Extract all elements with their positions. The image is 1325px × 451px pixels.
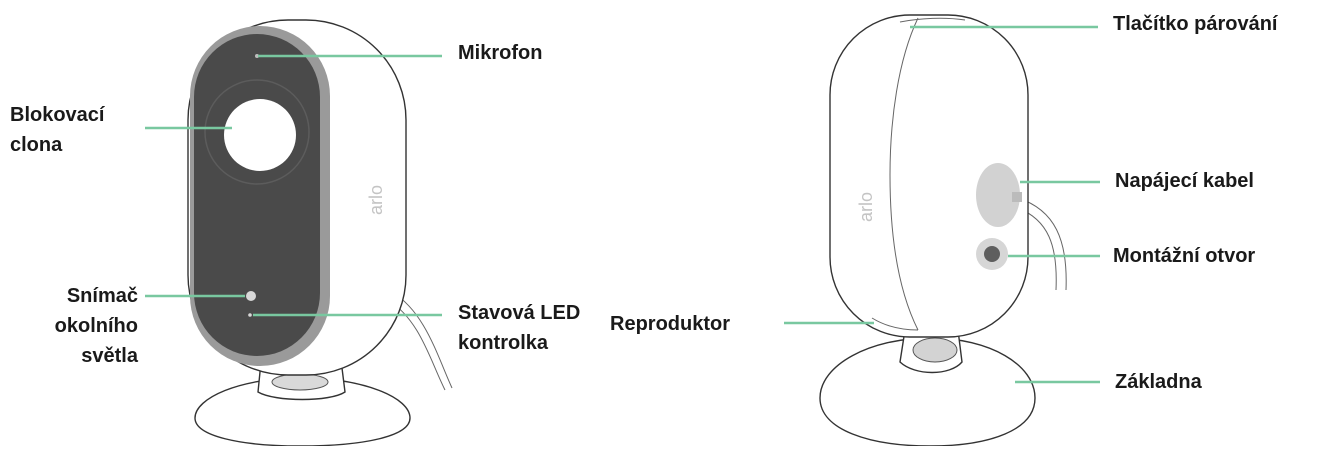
mounting-hole-inner bbox=[984, 246, 1000, 262]
front-base bbox=[194, 377, 411, 447]
label-sync-button: Tlačítko párování bbox=[1113, 13, 1278, 35]
label-privacy-shutter-line-1: Blokovací bbox=[10, 104, 105, 126]
front-brand-mark: arlo bbox=[366, 185, 386, 215]
label-mounting-hole: Montážní otvor bbox=[1113, 245, 1256, 267]
label-status-led-line-1: Stavová LED bbox=[458, 302, 581, 324]
power-port bbox=[976, 163, 1020, 227]
label-status-led-line-2: kontrolka bbox=[458, 332, 549, 354]
label-ambient-light-sensor-line-2: okolního bbox=[54, 315, 138, 337]
back-brand-mark: arlo bbox=[856, 192, 876, 222]
back-camera: arlo bbox=[819, 14, 1067, 447]
label-speaker: Reproduktor bbox=[610, 313, 730, 335]
front-lens-ring bbox=[204, 79, 310, 185]
privacy-shutter bbox=[224, 99, 296, 171]
back-power-cable bbox=[1017, 197, 1067, 291]
status-led bbox=[248, 313, 252, 317]
label-microphone: Mikrofon bbox=[458, 42, 543, 64]
label-privacy-shutter-line-2: clona bbox=[10, 134, 63, 156]
label-power-cable: Napájecí kabel bbox=[1115, 170, 1254, 192]
label-ambient-light-sensor: Snímač okolního světla bbox=[20, 281, 138, 371]
back-side-seam bbox=[889, 17, 919, 331]
label-base: Základna bbox=[1115, 371, 1202, 393]
back-base-joint bbox=[912, 337, 958, 363]
label-ambient-light-sensor-line-3: světla bbox=[81, 345, 138, 367]
speaker-edge bbox=[871, 317, 919, 331]
ambient-light-sensor bbox=[246, 291, 256, 301]
label-privacy-shutter: Blokovací clona bbox=[10, 100, 104, 160]
label-ambient-light-sensor-line-1: Snímač bbox=[66, 285, 138, 307]
front-base-joint bbox=[271, 373, 329, 391]
back-base bbox=[819, 337, 1036, 447]
label-status-led: Stavová LED kontrolka bbox=[458, 298, 580, 358]
front-face bbox=[194, 34, 320, 356]
front-camera: arlo bbox=[187, 19, 453, 447]
sync-button bbox=[899, 17, 966, 23]
